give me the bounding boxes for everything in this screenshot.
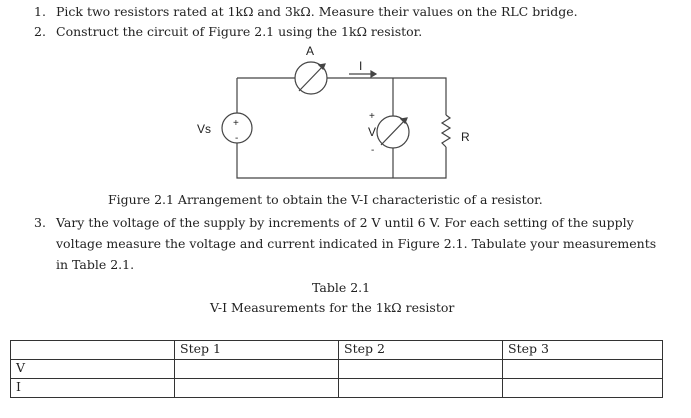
header-cell bbox=[10, 340, 175, 360]
resistor-icon bbox=[440, 114, 452, 148]
table-cell[interactable] bbox=[174, 378, 339, 398]
current-arrow-icon bbox=[349, 69, 378, 79]
wires bbox=[236, 77, 447, 179]
table-row: V bbox=[10, 359, 663, 379]
source-label: Vs bbox=[197, 122, 211, 136]
voltmeter-minus: - bbox=[371, 145, 374, 156]
step-2-text: Construct the circuit of Figure 2.1 usin… bbox=[56, 24, 423, 39]
voltmeter-icon bbox=[376, 115, 410, 149]
table-subtitle: V-I Measurements for the 1kΩ resistor bbox=[210, 300, 455, 315]
step-3-line-1: Vary the voltage of the supply by increm… bbox=[56, 215, 634, 230]
measurements-table: Step 1 Step 2 Step 3 V I bbox=[10, 340, 663, 398]
resistor-label: R bbox=[461, 130, 470, 144]
voltmeter-plus: + bbox=[369, 111, 375, 122]
voltmeter-label: V bbox=[368, 125, 376, 139]
table-cell[interactable] bbox=[338, 378, 503, 398]
step-1-text: Pick two resistors rated at 1kΩ and 3kΩ.… bbox=[56, 4, 578, 19]
step-3-line-3: in Table 2.1. bbox=[56, 257, 135, 272]
voltage-source-icon bbox=[221, 112, 253, 144]
step-number: 1. bbox=[34, 4, 46, 19]
table-cell[interactable] bbox=[174, 359, 339, 379]
table-header-row: Step 1 Step 2 Step 3 bbox=[10, 340, 663, 360]
table-cell[interactable] bbox=[338, 359, 503, 379]
step-number: 2. bbox=[34, 24, 46, 39]
table-cell[interactable] bbox=[502, 378, 663, 398]
figure-caption: Figure 2.1 Arrangement to obtain the V-I… bbox=[108, 192, 543, 207]
table-cell[interactable] bbox=[502, 359, 663, 379]
table-row: I bbox=[10, 378, 663, 398]
ammeter-label: A bbox=[306, 44, 314, 58]
header-cell: Step 1 bbox=[174, 340, 339, 360]
header-cell: Step 2 bbox=[338, 340, 503, 360]
circuit-diagram: A I Vs + - V + - R bbox=[197, 44, 470, 179]
ammeter-icon bbox=[294, 61, 328, 95]
source-minus: - bbox=[235, 133, 238, 144]
row-label: I bbox=[10, 378, 175, 398]
header-cell: Step 3 bbox=[502, 340, 663, 360]
source-plus: + bbox=[233, 118, 239, 129]
row-label: V bbox=[10, 359, 175, 379]
table-title: Table 2.1 bbox=[312, 280, 371, 295]
current-label: I bbox=[359, 59, 362, 73]
step-number: 3. bbox=[34, 215, 46, 230]
step-3-line-2: voltage measure the voltage and current … bbox=[56, 236, 657, 251]
